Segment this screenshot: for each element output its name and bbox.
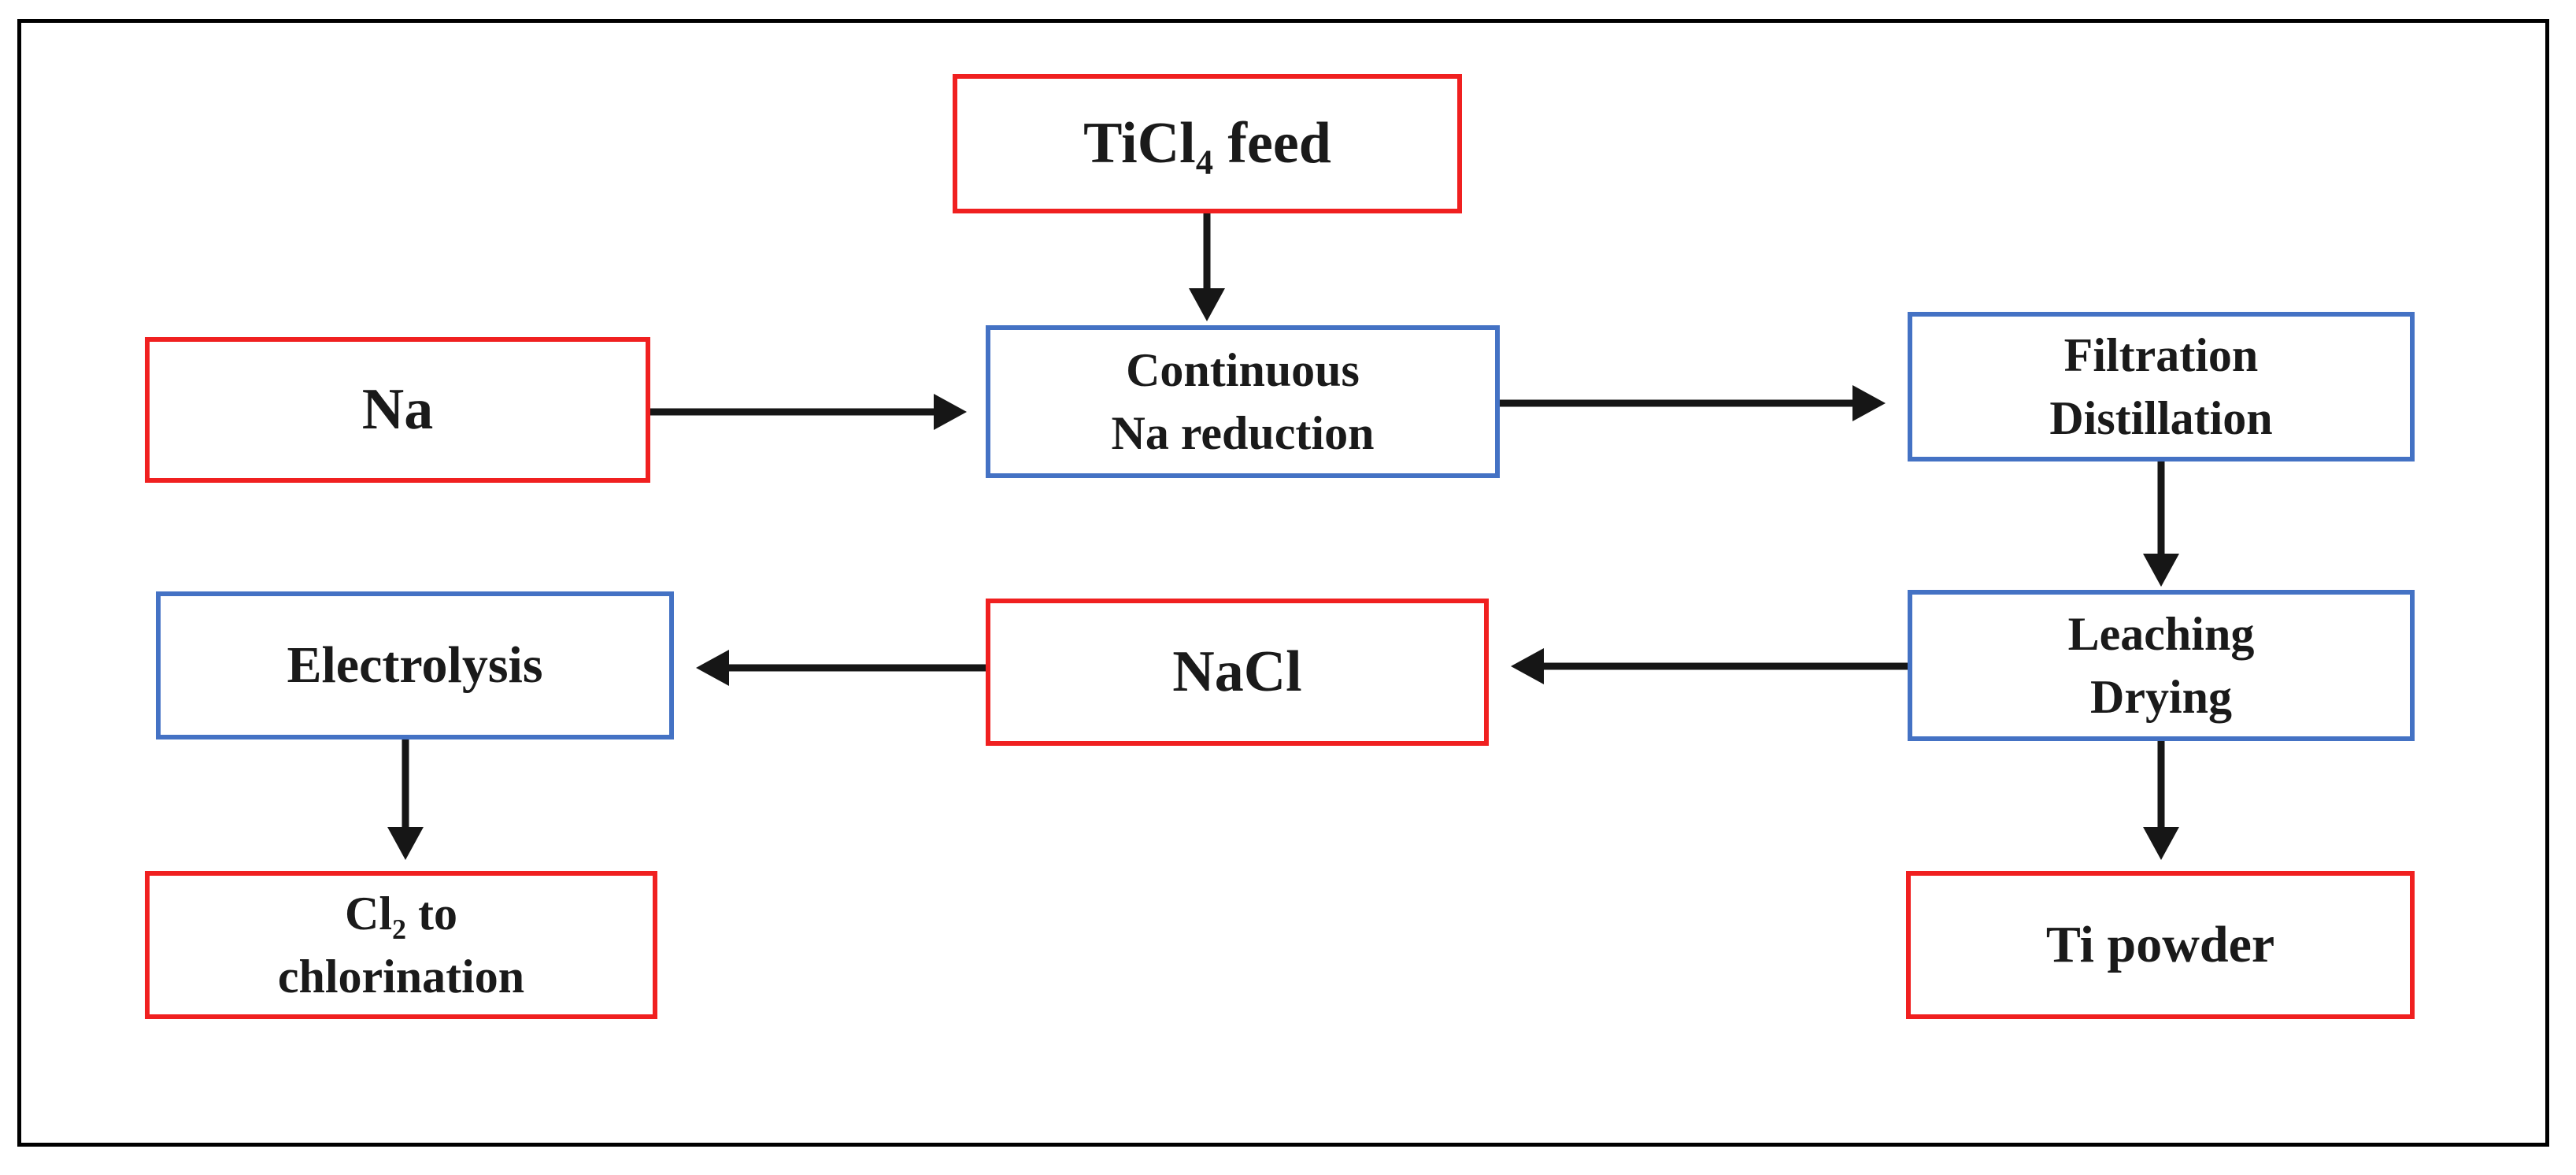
node-electrolysis: Electrolysis <box>156 591 674 739</box>
node-na: Na <box>145 337 650 483</box>
node-cl2-to-chlorination: Cl₂ to chlorination <box>145 871 657 1019</box>
node-filtration-distillation: Filtration Distillation <box>1908 312 2415 461</box>
node-ticl4-feed: TiCl₄ feed <box>953 74 1462 213</box>
node-continuous-na-reduction: Continuous Na reduction <box>986 325 1500 478</box>
node-ti-powder: Ti powder <box>1906 871 2415 1019</box>
node-nacl: NaCl <box>986 599 1489 746</box>
node-leaching-drying: Leaching Drying <box>1908 590 2415 741</box>
